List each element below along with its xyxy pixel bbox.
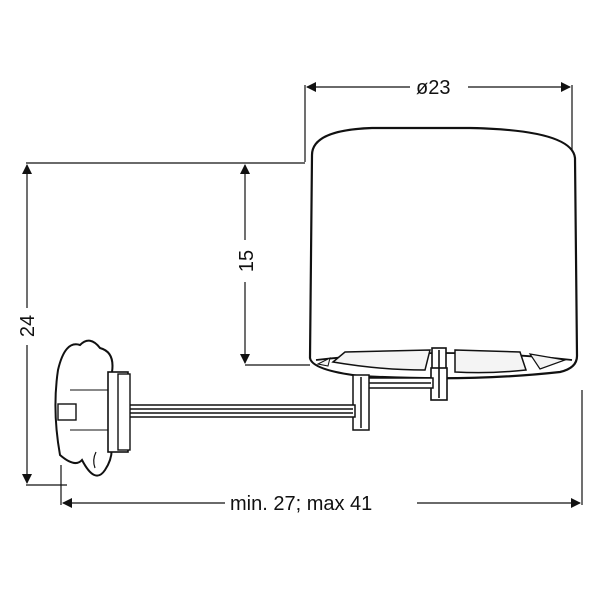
projection-dimension-line xyxy=(60,390,583,508)
lamp-socket xyxy=(430,347,448,401)
total-height-label: 24 xyxy=(17,314,40,338)
diameter-dimension-line xyxy=(304,82,573,162)
projection-label: min. 27; max 41 xyxy=(230,493,373,515)
total-height-dimension-line xyxy=(22,162,305,486)
lamp-shade xyxy=(308,126,579,380)
wall-mount xyxy=(54,339,131,477)
shade-diameter-label: ø23 xyxy=(416,77,451,99)
swing-arm xyxy=(122,374,434,431)
shade-height-label: 15 xyxy=(236,249,259,273)
shade-height-dimension-line xyxy=(240,164,310,366)
